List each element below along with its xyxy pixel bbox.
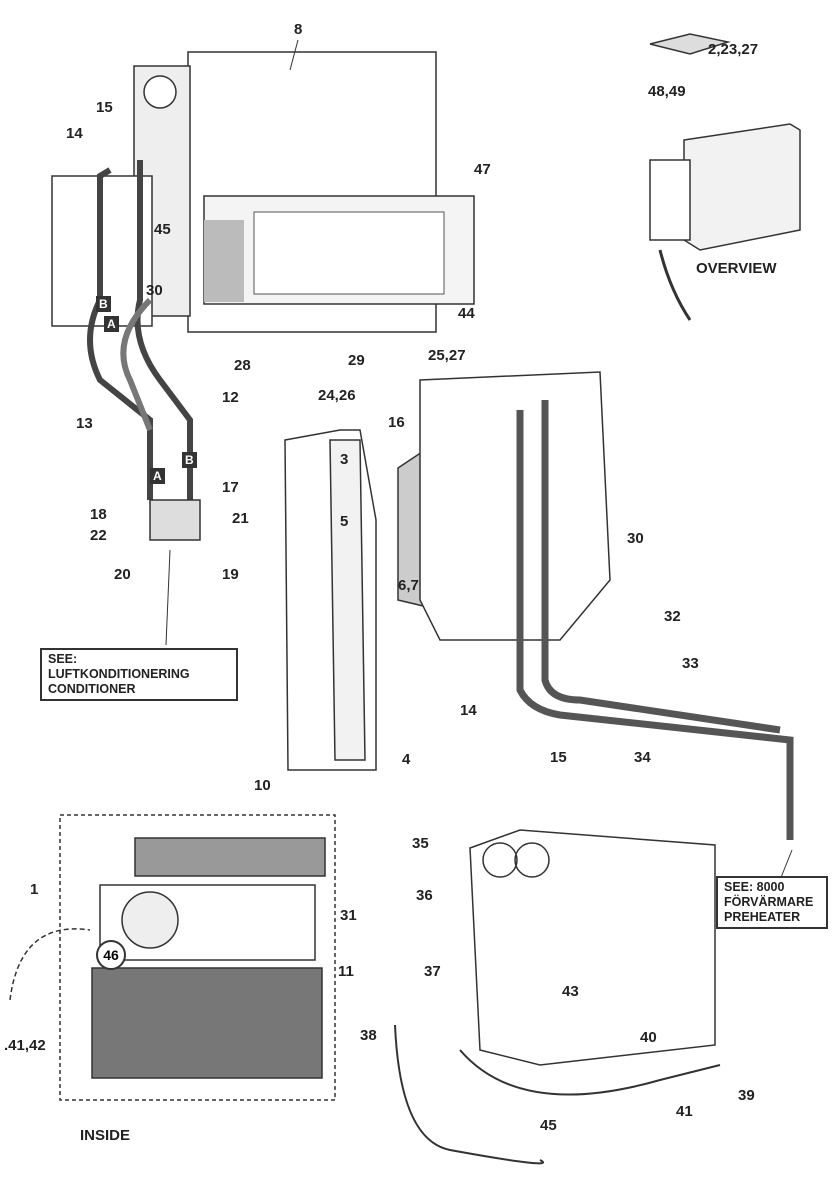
- callout-29: 29: [348, 352, 365, 369]
- callout-47: 47: [474, 161, 491, 178]
- callout-44: 44: [458, 305, 475, 322]
- inside-label: INSIDE: [80, 1127, 131, 1144]
- preheater-drawing: [394, 829, 721, 1165]
- callout-13: 13: [76, 415, 93, 432]
- note-preheater: SEE: 8000 FÖRVÄRMARE PREHEATER: [716, 876, 828, 929]
- callout-6-7: 6,7: [398, 577, 419, 594]
- callout-24-26: 24,26: [318, 387, 356, 404]
- callout-19: 19: [222, 566, 239, 583]
- callout-46: 46: [96, 940, 126, 970]
- note-air-conditioner: SEE: LUFTKONDITIONERING CONDITIONER: [40, 648, 238, 701]
- note-ac-line3: CONDITIONER: [48, 682, 136, 696]
- hose-letter-a-top: A: [104, 316, 119, 332]
- callout-30: 30: [146, 282, 163, 299]
- callout-12: 12: [222, 389, 239, 406]
- callout-28: 28: [234, 357, 251, 374]
- note-ac-line2: LUFTKONDITIONERING: [48, 667, 190, 681]
- note-preheater-line2: FÖRVÄRMARE: [724, 895, 814, 909]
- callout-35: 35: [412, 835, 429, 852]
- callout-25-27: 25,27: [428, 347, 466, 364]
- callout-15b: 15: [550, 749, 567, 766]
- note-ac-line1: SEE:: [48, 652, 78, 666]
- callout-15: 15: [96, 99, 113, 116]
- hose-letter-a: A: [150, 468, 165, 484]
- callout-1: 1: [30, 881, 39, 898]
- valve-block: [149, 499, 201, 541]
- mounting-bracket: [419, 371, 611, 641]
- callout-32: 32: [664, 608, 681, 625]
- callout-14b: 14: [460, 702, 477, 719]
- callout-36: 36: [416, 887, 433, 904]
- overview-label: OVERVIEW: [696, 260, 777, 277]
- callout-38: 38: [360, 1027, 377, 1044]
- callout-45b: 45: [540, 1117, 557, 1134]
- overview-drawing: [649, 33, 801, 321]
- callout-3: 3: [340, 451, 349, 468]
- callout-11: 11: [338, 963, 354, 980]
- main-heater-unit: [51, 51, 475, 333]
- side-panel: [284, 429, 377, 771]
- callout-41: 41: [676, 1103, 693, 1120]
- callout-4: 4: [402, 751, 411, 768]
- callout-48-49: 48,49: [648, 83, 686, 100]
- callout-18: 18: [90, 506, 107, 523]
- callout-16: 16: [388, 414, 405, 431]
- leader-lines: [165, 39, 793, 881]
- callout-34: 34: [634, 749, 651, 766]
- callout-43: 43: [562, 983, 579, 1000]
- callout-39: 39: [738, 1087, 755, 1104]
- note-preheater-line3: PREHEATER: [724, 910, 801, 924]
- hose-letter-b-top: B: [96, 296, 111, 312]
- callout-5: 5: [340, 513, 349, 530]
- callout-10: 10: [254, 777, 271, 794]
- callout-20: 20: [114, 566, 131, 583]
- callout-17: 17: [222, 479, 239, 496]
- callout-8: 8: [294, 21, 303, 38]
- note-preheater-line1: SEE: 8000: [724, 880, 785, 894]
- inside-components: [9, 837, 326, 1079]
- callout-40: 40: [640, 1029, 657, 1046]
- callout-31: 31: [340, 907, 357, 924]
- coolant-pipes: [516, 400, 794, 840]
- callout-37: 37: [424, 963, 441, 980]
- callout-41-42: .41,42: [4, 1037, 46, 1054]
- callout-22: 22: [90, 527, 107, 544]
- callout-30b: 30: [627, 530, 644, 547]
- callout-2-23-27: 2,23,27: [708, 41, 759, 58]
- hose-letter-b: B: [182, 452, 197, 468]
- callout-14: 14: [66, 125, 83, 142]
- callout-33: 33: [682, 655, 699, 672]
- callout-45: 45: [154, 221, 171, 238]
- callout-21: 21: [232, 510, 249, 527]
